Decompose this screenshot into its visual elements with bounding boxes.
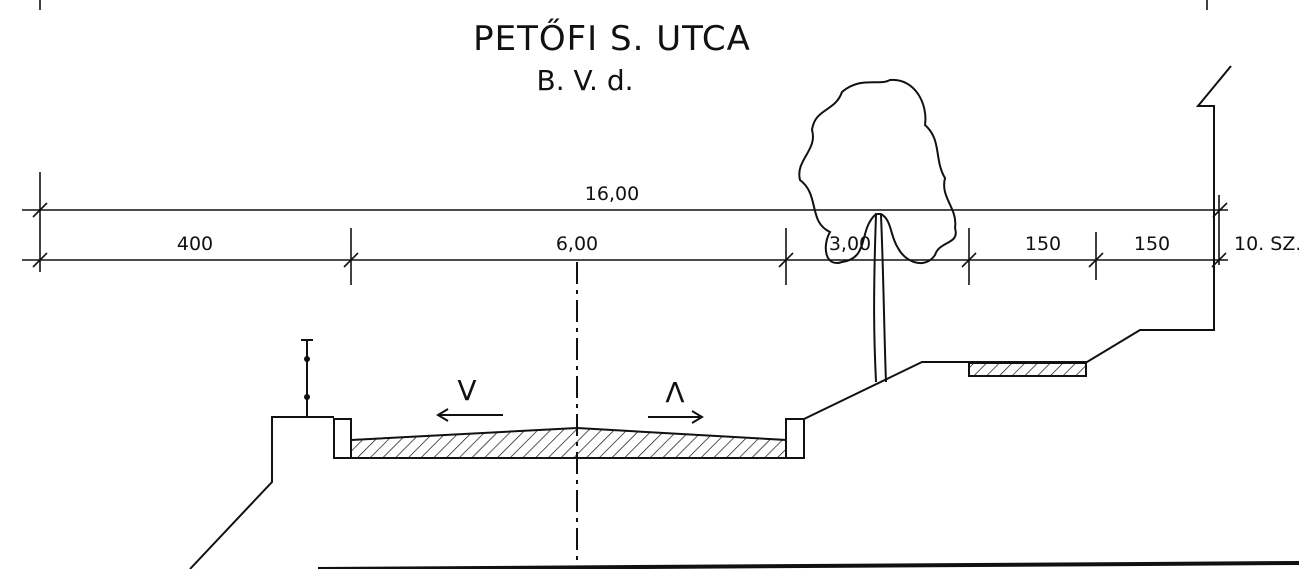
dimension-label-sidewalk-1: 150 (1025, 233, 1061, 255)
right-slope-terrain (803, 65, 1232, 420)
dimension-line-segments (22, 228, 1228, 285)
sidewalk-slab (968, 362, 1087, 377)
left-embankment (189, 416, 334, 569)
height-marker (301, 339, 313, 417)
dimension-label-left-strip: 400 (177, 233, 213, 255)
dimension-label-total: 16,00 (585, 183, 639, 205)
drawing-subtitle: B. V. d. (536, 64, 633, 97)
slope-mark-left: V (457, 374, 476, 407)
tree-icon (798, 78, 957, 383)
slope-mark-right: Λ (665, 376, 684, 409)
ground-baseline (317, 561, 1299, 569)
dimension-label-sidewalk-2: 150 (1134, 233, 1170, 255)
drawing-title: PETŐFI S. UTCA (473, 18, 751, 59)
left-curb (333, 418, 352, 459)
carriageway-pavement (350, 426, 787, 459)
right-curb (785, 418, 805, 459)
row-label: 10. SZ. (1234, 233, 1299, 255)
slope-arrow-left (436, 408, 503, 422)
dimension-line-total (22, 172, 1228, 272)
dimension-label-carriageway: 6,00 (556, 233, 598, 255)
slope-arrow-right (648, 410, 704, 424)
